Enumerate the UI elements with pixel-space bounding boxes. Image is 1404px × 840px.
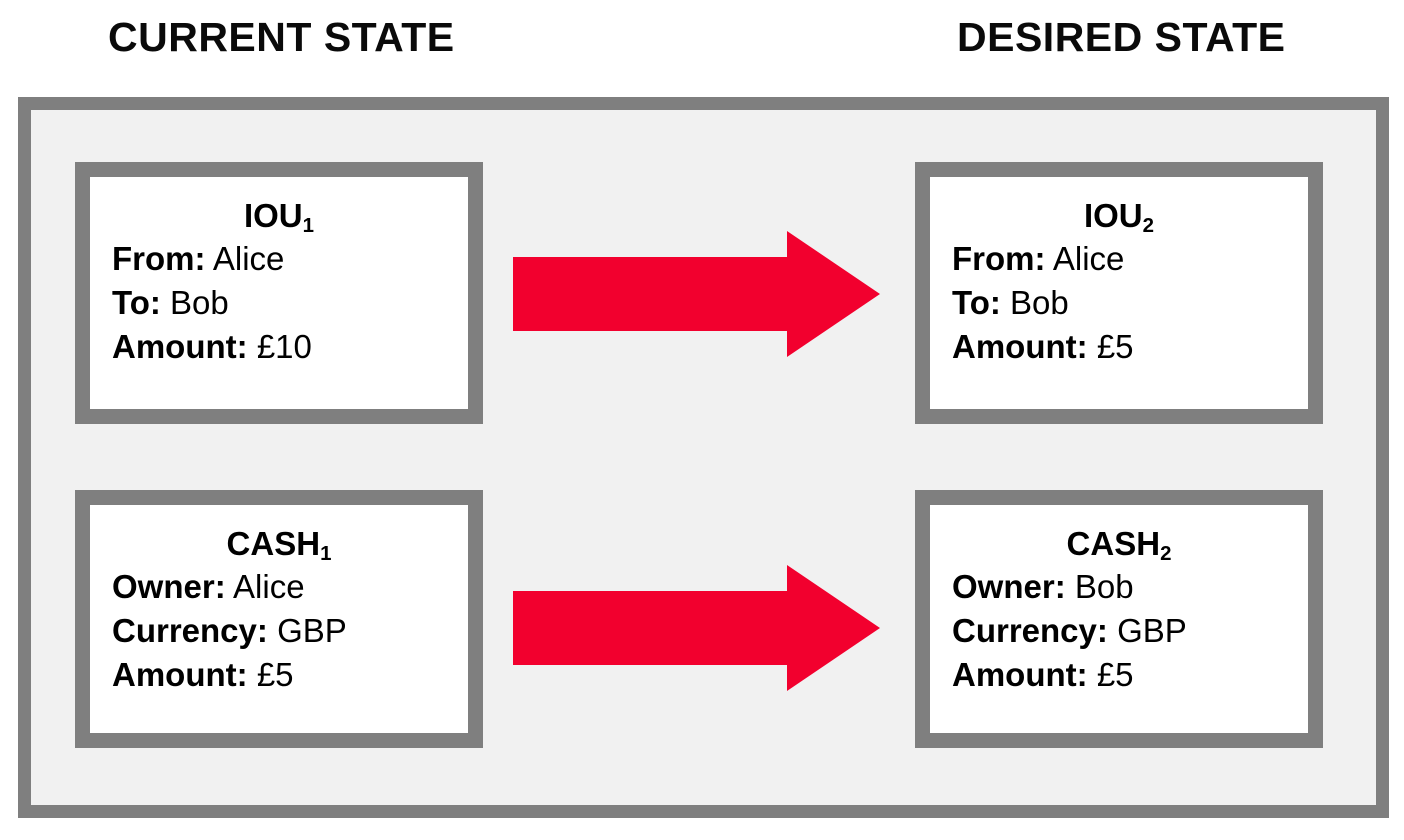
field-value: Alice [233,567,305,605]
field-value: Bob [1010,283,1069,321]
field-value: GBP [1117,611,1187,649]
state-box-cash2: CASH2 Owner: Bob Currency: GBP Amount: £… [915,490,1323,748]
state-box-title-base: IOU [1083,197,1143,234]
field-list: From: Alice To: Bob Amount: £10 [90,237,468,369]
field-label: Currency: [952,611,1108,649]
field-row: To: Bob [112,281,468,325]
field-value: Bob [1074,567,1134,605]
field-label: Amount: [952,655,1088,693]
field-row: Currency: GBP [952,609,1308,653]
state-box-title-base: IOU [243,197,303,234]
field-value: £5 [1096,327,1134,365]
state-box-title-base: CASH [1066,525,1161,562]
field-value: Bob [170,283,229,321]
field-row: Owner: Bob [952,565,1308,609]
field-value: Alice [212,239,285,277]
field-value: £5 [1096,655,1134,693]
field-value: Alice [1052,239,1125,277]
right-arrow-icon [513,231,880,357]
field-value: GBP [277,611,347,649]
state-box-title: CASH2 [930,525,1308,565]
state-box-title-base: CASH [226,525,321,562]
field-label: Owner: [952,567,1066,605]
field-row: From: Alice [952,237,1308,281]
field-row: Currency: GBP [112,609,468,653]
state-box-iou1: IOU1 From: Alice To: Bob Amount: £10 [75,162,483,424]
field-row: To: Bob [952,281,1308,325]
field-label: Owner: [112,567,226,605]
state-box-title: IOU2 [930,197,1308,237]
field-label: Currency: [112,611,268,649]
field-row: Amount: £10 [112,325,468,369]
field-label: To: [112,283,161,321]
state-box-title: IOU1 [90,197,468,237]
field-label: To: [952,283,1001,321]
field-list: From: Alice To: Bob Amount: £5 [930,237,1308,369]
field-label: From: [952,239,1046,277]
state-box-cash1: CASH1 Owner: Alice Currency: GBP Amount:… [75,490,483,748]
field-row: Amount: £5 [952,653,1308,697]
right-arrow-icon [513,565,880,691]
current-state-heading: CURRENT STATE [108,14,455,60]
field-row: Owner: Alice [112,565,468,609]
field-row: From: Alice [112,237,468,281]
state-box-title-subscript: 2 [1142,213,1155,237]
field-label: Amount: [952,327,1088,365]
state-box-title-subscript: 1 [302,213,315,237]
field-value: £5 [256,655,294,693]
state-box-title-subscript: 1 [320,541,332,565]
field-value: £10 [256,327,312,365]
field-label: Amount: [112,327,248,365]
desired-state-heading: DESIRED STATE [957,14,1286,60]
field-list: Owner: Alice Currency: GBP Amount: £5 [90,565,468,697]
field-label: From: [112,239,206,277]
state-box-title-subscript: 2 [1160,541,1172,565]
field-label: Amount: [112,655,248,693]
field-row: Amount: £5 [952,325,1308,369]
state-box-title: CASH1 [90,525,468,565]
field-list: Owner: Bob Currency: GBP Amount: £5 [930,565,1308,697]
field-row: Amount: £5 [112,653,468,697]
state-box-iou2: IOU2 From: Alice To: Bob Amount: £5 [915,162,1323,424]
